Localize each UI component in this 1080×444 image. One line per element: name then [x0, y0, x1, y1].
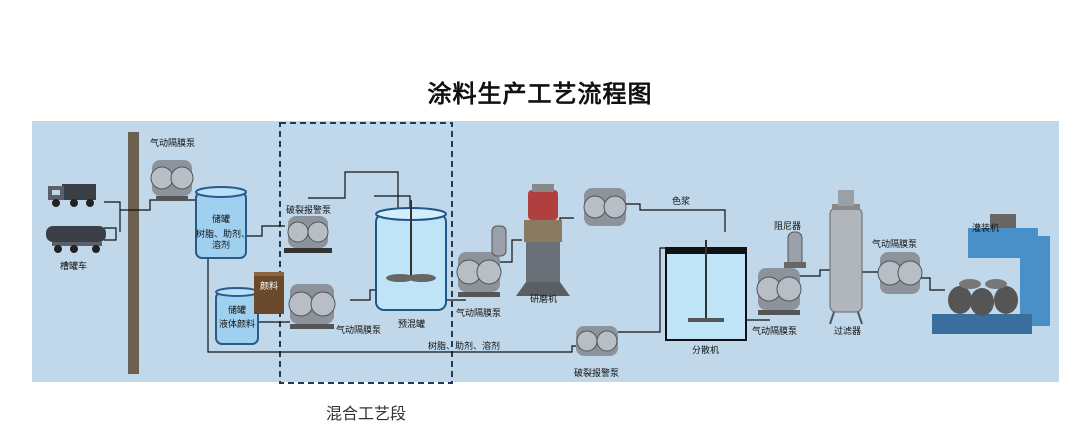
storage-tank-1 — [195, 186, 247, 259]
rupture-alarm-pump-1 — [284, 216, 332, 253]
pump-after-disperser-label: 气动隔膜泵 — [752, 327, 798, 337]
mill-label: 研磨机 — [530, 295, 558, 305]
pump-filling-label: 气动隔膜泵 — [872, 240, 918, 250]
rupture-alarm-pump-1-label: 破裂报警泵 — [286, 206, 332, 216]
damper — [784, 231, 806, 268]
resin-line-label: 树脂、助剂、溶剂 — [428, 342, 501, 352]
pump-top-left-label: 气动隔膜泵 — [150, 139, 196, 149]
color-paste-label: 色浆 — [672, 197, 691, 207]
grinding-mill — [516, 184, 570, 296]
diagram-title: 涂料生产工艺流程图 — [427, 80, 653, 108]
storage-tank-1-label-1: 储罐 — [211, 215, 230, 225]
disperser-label: 分散机 — [692, 346, 720, 356]
storage-tank-1-label-3: 溶剂 — [211, 241, 230, 251]
damper-label: 阻尼器 — [774, 222, 802, 232]
premix-tank — [375, 200, 447, 311]
pump-after-premix-label: 气动隔膜泵 — [456, 309, 502, 319]
pump-after-premix — [456, 252, 502, 297]
pump-mix — [288, 284, 336, 329]
rupture-alarm-pump-2 — [576, 326, 618, 356]
filter-label: 过滤器 — [834, 327, 862, 337]
pigment-bag-label: 颜料 — [260, 282, 279, 292]
tanker-truck-1 — [48, 184, 96, 207]
pump-top-left — [150, 160, 194, 201]
valve-mill-left — [491, 225, 507, 257]
storage-tank-2-label-2: 液体颜料 — [218, 320, 255, 330]
tanker-truck-2 — [46, 226, 106, 253]
pump-after-disperser — [756, 268, 802, 315]
filling-machine-label: 灌装机 — [972, 224, 1000, 234]
pump-mill-top — [583, 188, 627, 226]
mixing-section-box — [279, 122, 453, 384]
filter-vessel — [829, 190, 863, 325]
premix-tank-label: 预混罐 — [398, 320, 426, 330]
pigment-bag — [254, 272, 284, 314]
filling-machine — [932, 214, 1050, 334]
pump-filling — [877, 252, 923, 294]
wall — [128, 132, 139, 374]
rupture-alarm-pump-2-label: 破裂报警泵 — [574, 369, 620, 379]
section-caption: 混合工艺段 — [325, 404, 406, 423]
storage-tank-1-label-2: 树脂、助剂、 — [196, 230, 251, 240]
storage-tank-2-label-1: 储罐 — [227, 306, 246, 316]
pump-mix-label: 气动隔膜泵 — [336, 326, 382, 336]
disperser-tank — [665, 240, 747, 341]
tanker-label: 槽罐车 — [60, 262, 88, 272]
